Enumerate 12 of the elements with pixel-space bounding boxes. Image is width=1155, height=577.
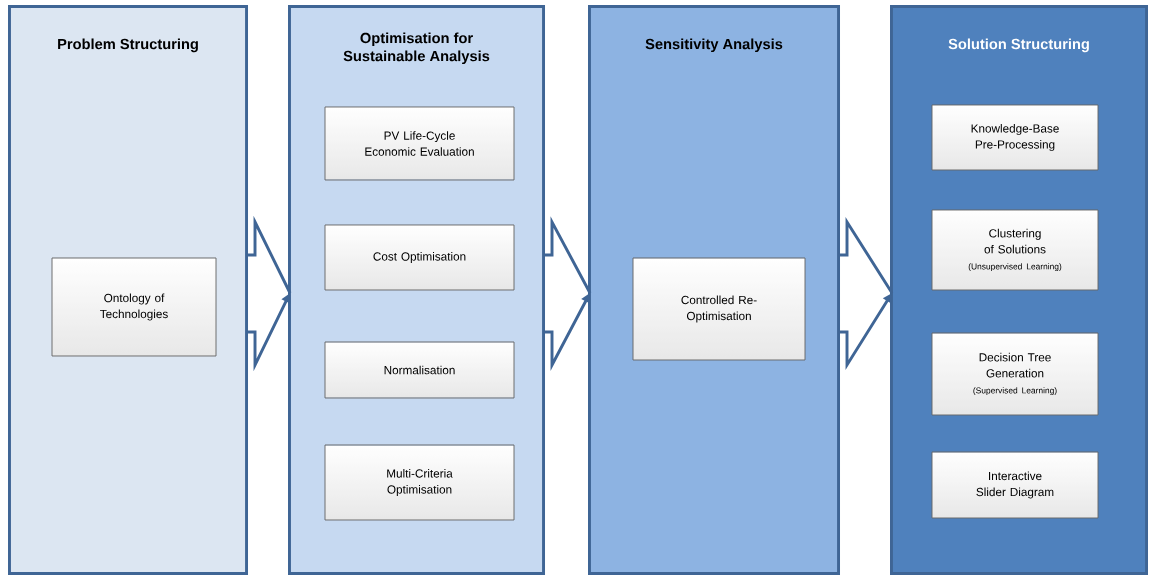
chevron-arrow — [543, 216, 592, 371]
process-box: Interactive Slider Diagram — [931, 451, 1099, 519]
chevron-arrow — [246, 215, 292, 372]
process-box: Knowledge-Base Pre-Processing — [931, 104, 1099, 171]
process-box: Controlled Re-Optimisation — [632, 257, 806, 361]
process-box: Cost Optimisation — [324, 224, 515, 291]
process-box: PV Life-Cycle Economic Evaluation — [324, 106, 515, 181]
process-box: Decision Tree Generation (Supervised Learning) — [931, 332, 1099, 416]
process-box: Clustering of Solutions (Unsupervised Learning) — [931, 209, 1099, 291]
process-box: Multi-Criteria Optimisation — [324, 444, 515, 521]
process-box: Ontology of Technologies — [51, 257, 217, 357]
process-box: Normalisation — [324, 341, 515, 399]
